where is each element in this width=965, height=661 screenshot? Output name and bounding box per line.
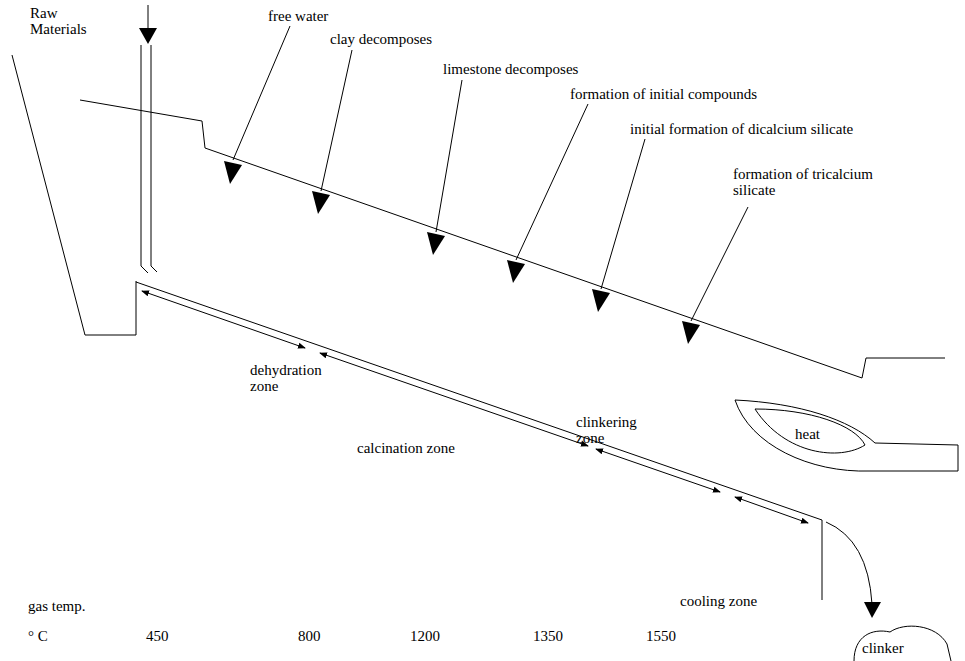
feed-chute: [141, 45, 148, 273]
feed-label: Raw Materials: [30, 5, 102, 37]
marker-triangle: [592, 289, 610, 312]
kiln-inlet-wall: [12, 55, 136, 335]
reaction-label: free water: [268, 8, 328, 24]
kiln-top-line: [80, 100, 945, 378]
arrowhead: [139, 28, 157, 44]
temperature-value: 1200: [410, 628, 440, 644]
reaction-label: formation of initial compounds: [570, 86, 757, 102]
zone-arrow: [142, 291, 305, 348]
clinker-pile: clinker: [852, 618, 954, 661]
zone-arrow: [320, 353, 588, 446]
temperature-value: 1550: [646, 628, 676, 644]
leader-line: [436, 80, 462, 232]
zone-label: cooling zone: [680, 593, 757, 609]
arrowhead: [864, 602, 881, 618]
zone-label: dehydration zone: [250, 362, 336, 394]
reaction-label: formation of tricalcium silicate: [733, 166, 883, 198]
leader-line: [321, 50, 352, 191]
marker-triangle: [682, 321, 700, 344]
leader-line: [516, 104, 588, 260]
marker-triangle: [507, 260, 525, 283]
axis-title: gas temp.: [28, 598, 86, 614]
leader-line: [601, 139, 645, 289]
zone-arrow: [596, 449, 720, 492]
temperature-value: 800: [298, 628, 321, 644]
flame-shape-outline: [730, 395, 962, 479]
node-text: clinker: [862, 640, 904, 656]
zone-label: calcination zone: [357, 440, 455, 456]
marker-triangle: [224, 161, 242, 184]
flame-shape: heat: [730, 395, 962, 479]
reaction-label: clay decomposes: [330, 31, 432, 47]
kiln-bottom-line: [136, 282, 822, 600]
discharge-arrow: [826, 522, 872, 604]
feed-chute: [151, 45, 157, 272]
reaction-label: limestone decomposes: [443, 61, 578, 77]
marker-triangle: [427, 232, 445, 255]
reaction-label: initial formation of dicalcium silicate: [630, 121, 853, 137]
node-text: heat: [795, 426, 820, 442]
unit-label: ° C: [28, 628, 48, 644]
zone-arrow: [735, 497, 808, 523]
zone-label: clinkering zone: [576, 414, 654, 446]
marker-triangle: [312, 191, 330, 214]
feed-arrow: [148, 5, 149, 30]
leader-line: [691, 207, 748, 321]
leader-line: [233, 26, 290, 160]
temperature-value: 450: [146, 628, 169, 644]
temperature-value: 1350: [533, 628, 563, 644]
